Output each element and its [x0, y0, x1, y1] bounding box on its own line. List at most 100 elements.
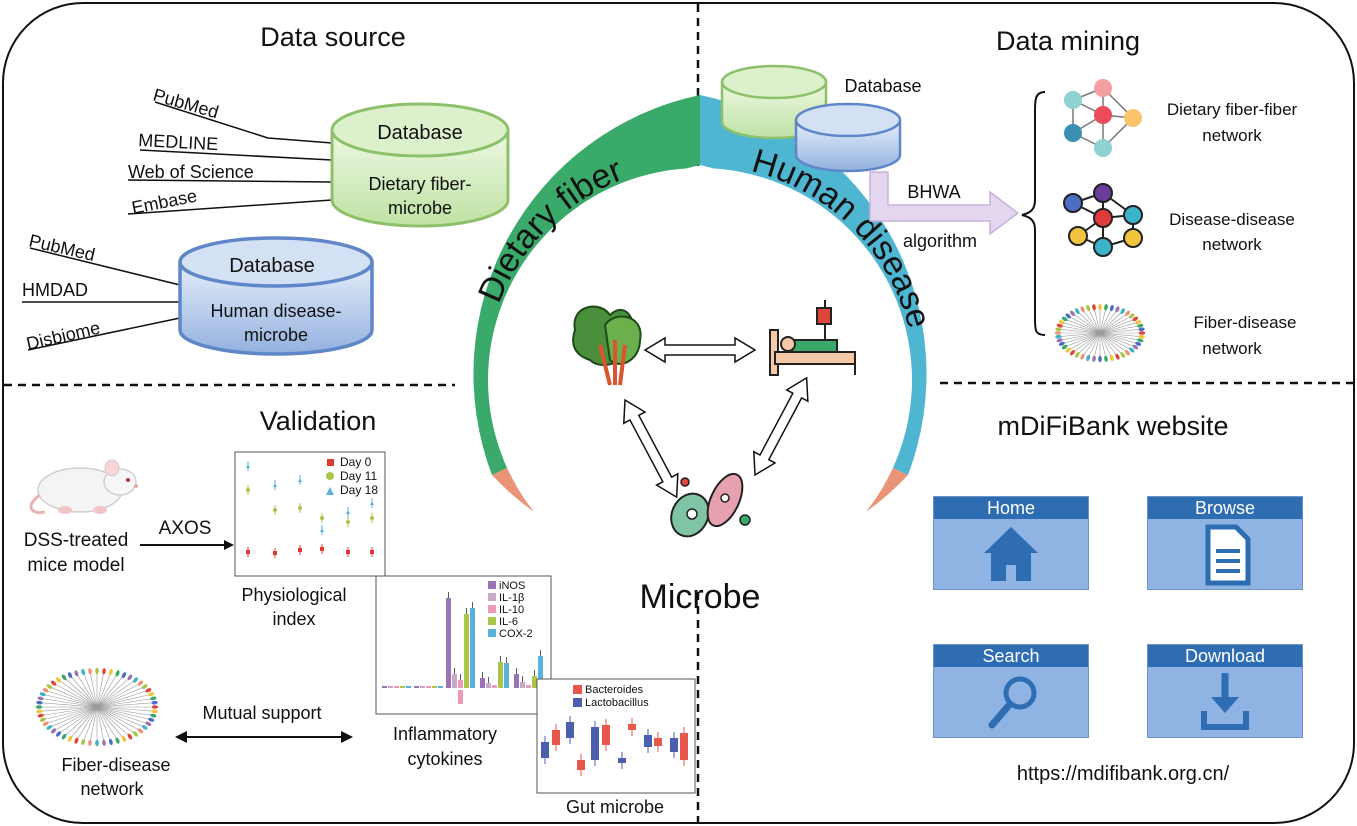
- network-edge: [96, 706, 155, 712]
- database-human-disease-microbe: [178, 236, 374, 356]
- network-edge: [96, 706, 105, 743]
- network-node: [50, 680, 57, 686]
- network-node: [56, 731, 62, 737]
- network-node: [1080, 353, 1085, 360]
- cytokine-bar: [532, 676, 537, 688]
- network-node: [74, 737, 79, 744]
- physio-legend-1: Day 11: [340, 469, 377, 483]
- network-edge: [1099, 307, 1113, 334]
- cytokine-bar: [458, 680, 463, 688]
- network-node: [1092, 304, 1096, 311]
- network-node: [95, 739, 99, 747]
- network-edge: [53, 706, 98, 732]
- network-node: [36, 700, 43, 705]
- hospital-bed-icon: [769, 300, 856, 376]
- network-node: [50, 728, 57, 734]
- network-node: [39, 717, 46, 722]
- network-edge: [40, 698, 98, 708]
- cyto-legend-1: IL-1β: [499, 592, 524, 604]
- network-edge: [1099, 332, 1139, 345]
- cytokine-bar: [438, 686, 443, 688]
- network-edge: [1077, 332, 1101, 356]
- network-node: [1120, 352, 1126, 358]
- network-node: [61, 674, 67, 681]
- network-edge: [96, 674, 125, 708]
- physio-point: [346, 550, 350, 554]
- network-edge: [1058, 329, 1101, 334]
- website-url[interactable]: https://mdifibank.org.cn/: [1017, 763, 1230, 785]
- network-node: [108, 738, 113, 746]
- output-1-line1: Dietary fiber-fiber: [1167, 100, 1298, 119]
- network-edge: [96, 706, 145, 728]
- mouse-model-line1: DSS-treated: [24, 530, 129, 551]
- gut-label: Gut microbe: [566, 797, 664, 817]
- network-edge: [96, 706, 125, 740]
- physio-point: [320, 528, 324, 532]
- network-node: [121, 672, 127, 679]
- download-button[interactable]: Download: [1147, 644, 1303, 738]
- output-3-line1: Fiber-disease: [1194, 313, 1297, 332]
- network-edge: [1099, 325, 1141, 334]
- gut-legend-1: Lactobacillus: [585, 697, 649, 709]
- network-edge: [39, 706, 98, 712]
- network-node: [1054, 331, 1062, 335]
- network-edge: [96, 671, 112, 708]
- network-node: [151, 709, 158, 714]
- network-edge: [1093, 307, 1101, 334]
- cyto-legend-4: COX-2: [499, 628, 533, 640]
- arrow-fiber-disease: [643, 336, 757, 364]
- cytokine-bar: [446, 598, 451, 688]
- network-node: [39, 692, 46, 697]
- cytokine-bar: [514, 674, 519, 688]
- network-node: [145, 721, 152, 726]
- home-button[interactable]: Home: [933, 496, 1089, 590]
- physio-point: [298, 548, 302, 552]
- network-edge: [1064, 318, 1101, 334]
- network-node: [1056, 338, 1063, 343]
- gut-box: [644, 735, 652, 747]
- cytokine-bar: [538, 656, 543, 688]
- algorithm-name: BHWA: [907, 182, 960, 202]
- network-node: [1069, 310, 1075, 317]
- network-edge: [96, 706, 149, 725]
- cytokine-bar: [420, 686, 425, 688]
- network-edge: [1058, 332, 1101, 337]
- network-edge: [82, 671, 98, 708]
- search-button[interactable]: Search: [933, 644, 1089, 738]
- network-edge: [96, 693, 152, 708]
- cytokine-bar: [520, 682, 525, 688]
- network-node: [36, 709, 43, 714]
- network-node: [102, 668, 106, 675]
- network-node: [1125, 310, 1131, 317]
- download-icon: [1201, 673, 1249, 730]
- ring-label-microbe-text: Microbe: [640, 578, 761, 616]
- network-edge: [1099, 313, 1128, 334]
- database-stack: [720, 64, 902, 173]
- output-3-line2: network: [1202, 339, 1262, 358]
- network-edge: [1072, 332, 1101, 353]
- network-node: [1069, 349, 1075, 356]
- network-edge: [1072, 313, 1101, 334]
- network-node: [81, 668, 86, 676]
- network-node: [1115, 353, 1120, 360]
- gut-box: [680, 733, 688, 760]
- network-edge: [89, 671, 98, 708]
- network-node: [1055, 327, 1062, 332]
- cytokine-bar: [406, 686, 411, 688]
- gut-chart-frame: [536, 678, 696, 794]
- cytokine-bar: [470, 608, 475, 688]
- source-embase: Embase: [130, 186, 199, 218]
- network-edge: [45, 706, 98, 725]
- browse-button[interactable]: Browse: [1147, 496, 1303, 590]
- network-node: [1120, 308, 1126, 314]
- network-edge: [1082, 309, 1101, 334]
- network-node: [1098, 355, 1102, 363]
- network-node: [1104, 355, 1108, 362]
- network-node: [137, 728, 144, 734]
- network-edge: [96, 706, 136, 735]
- cytokine-bar: [394, 686, 399, 688]
- gut-box: [591, 727, 599, 760]
- cyto-label-line1: Inflammatory: [393, 724, 497, 744]
- fiber-disease-network-icon: [1054, 303, 1146, 363]
